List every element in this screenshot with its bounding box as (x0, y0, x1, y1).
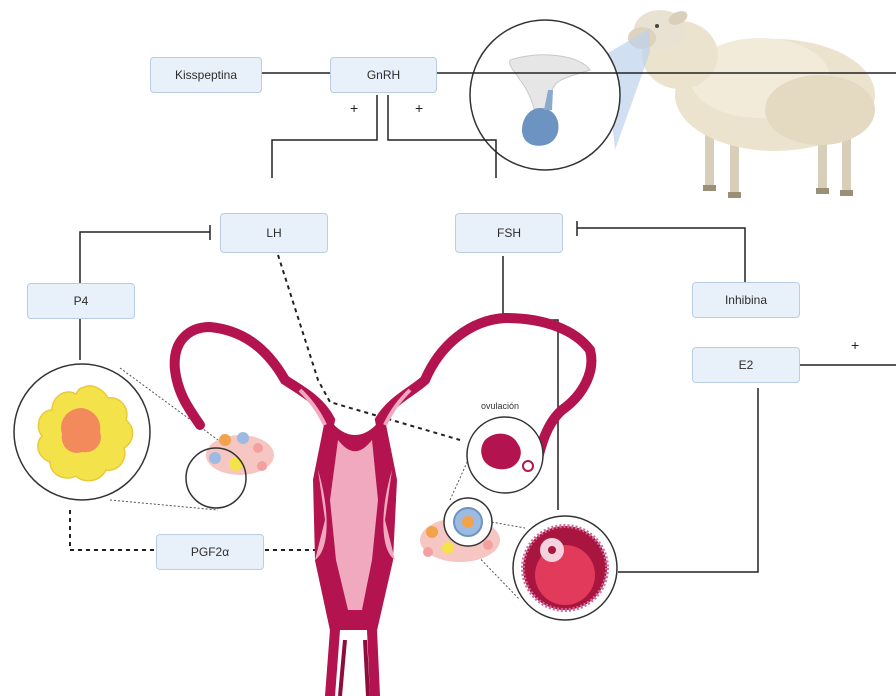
fsh-label: FSH (497, 226, 521, 240)
fsh-box: FSH (455, 213, 563, 253)
gnrh-box: GnRH (330, 57, 437, 93)
ovulation-magnifier (467, 417, 543, 493)
e2-label: E2 (739, 358, 754, 372)
left-ovary (206, 432, 274, 475)
kisspeptina-label: Kisspeptina (175, 68, 237, 82)
p4-label: P4 (74, 294, 89, 308)
gnrh-fsh-plus-sign: + (415, 100, 423, 116)
e2-plus-sign: + (851, 337, 859, 353)
kisspeptina-box: Kisspeptina (150, 57, 262, 93)
gnrh-lh-plus-sign: + (350, 100, 358, 116)
inhibina-label: Inhibina (725, 293, 767, 307)
pituitary-magnifier (470, 20, 650, 170)
sheep-illustration (628, 8, 875, 198)
inhibina-box: Inhibina (692, 282, 800, 318)
corpus-luteum-magnifier (14, 364, 150, 500)
gnrh-label: GnRH (367, 68, 400, 82)
p4-box: P4 (27, 283, 135, 319)
pgf2a-label: PGF2α (191, 545, 229, 559)
ovulacion-label: ovulación (481, 401, 519, 411)
lh-box: LH (220, 213, 328, 253)
e2-box: E2 (692, 347, 800, 383)
pgf2a-box: PGF2α (156, 534, 264, 570)
lh-label: LH (266, 226, 281, 240)
follicle-magnifier (513, 516, 617, 620)
uterus-illustration (175, 318, 592, 696)
